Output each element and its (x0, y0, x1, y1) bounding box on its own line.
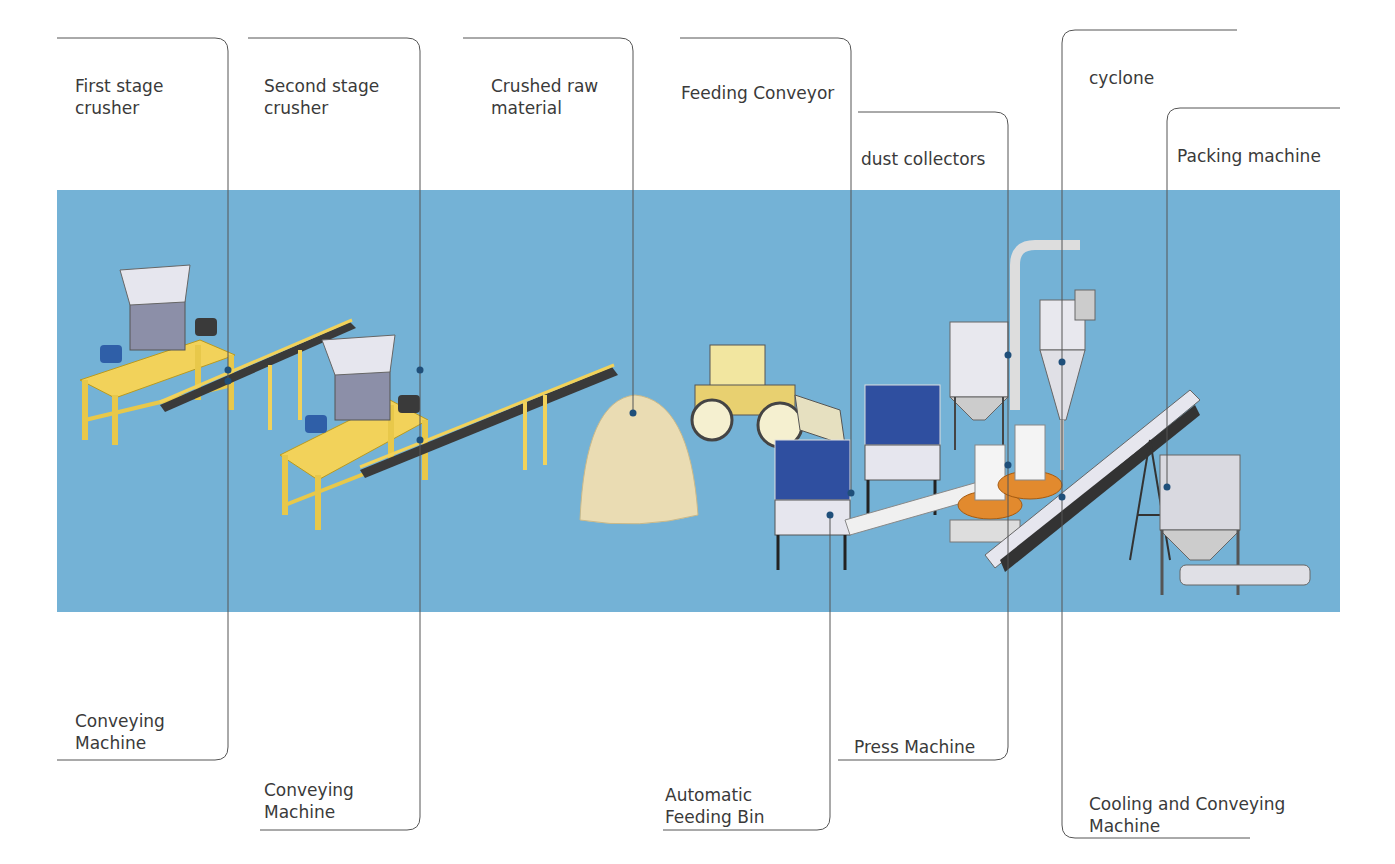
packing-machine (1160, 455, 1310, 595)
dust-collector (950, 322, 1008, 450)
callout-label: Feeding Conveyor (681, 82, 851, 104)
second-crusher (280, 335, 428, 530)
callout-label: cyclone (1089, 67, 1219, 89)
callout-label: Press Machine (854, 736, 994, 758)
callout-label: Conveying Machine (264, 779, 374, 823)
callout-label: Automatic Feeding Bin (665, 784, 795, 828)
first-crusher (80, 265, 235, 445)
loader (692, 345, 845, 447)
callout-label: dust collectors (861, 148, 1001, 170)
callout-label: Second stage crusher (264, 75, 404, 119)
material-pile (580, 395, 698, 524)
feeding-bins (775, 385, 940, 570)
leader-dots (225, 352, 1171, 519)
callout-label: Crushed raw material (491, 75, 621, 119)
blue-band (57, 190, 1340, 612)
callout-label: Cooling and Conveying Machine (1089, 793, 1289, 837)
callout-label: First stage crusher (75, 75, 195, 119)
callout-label: Packing machine (1177, 145, 1337, 167)
leader-brackets (57, 30, 1340, 838)
callout-label: Conveying Machine (75, 710, 185, 754)
